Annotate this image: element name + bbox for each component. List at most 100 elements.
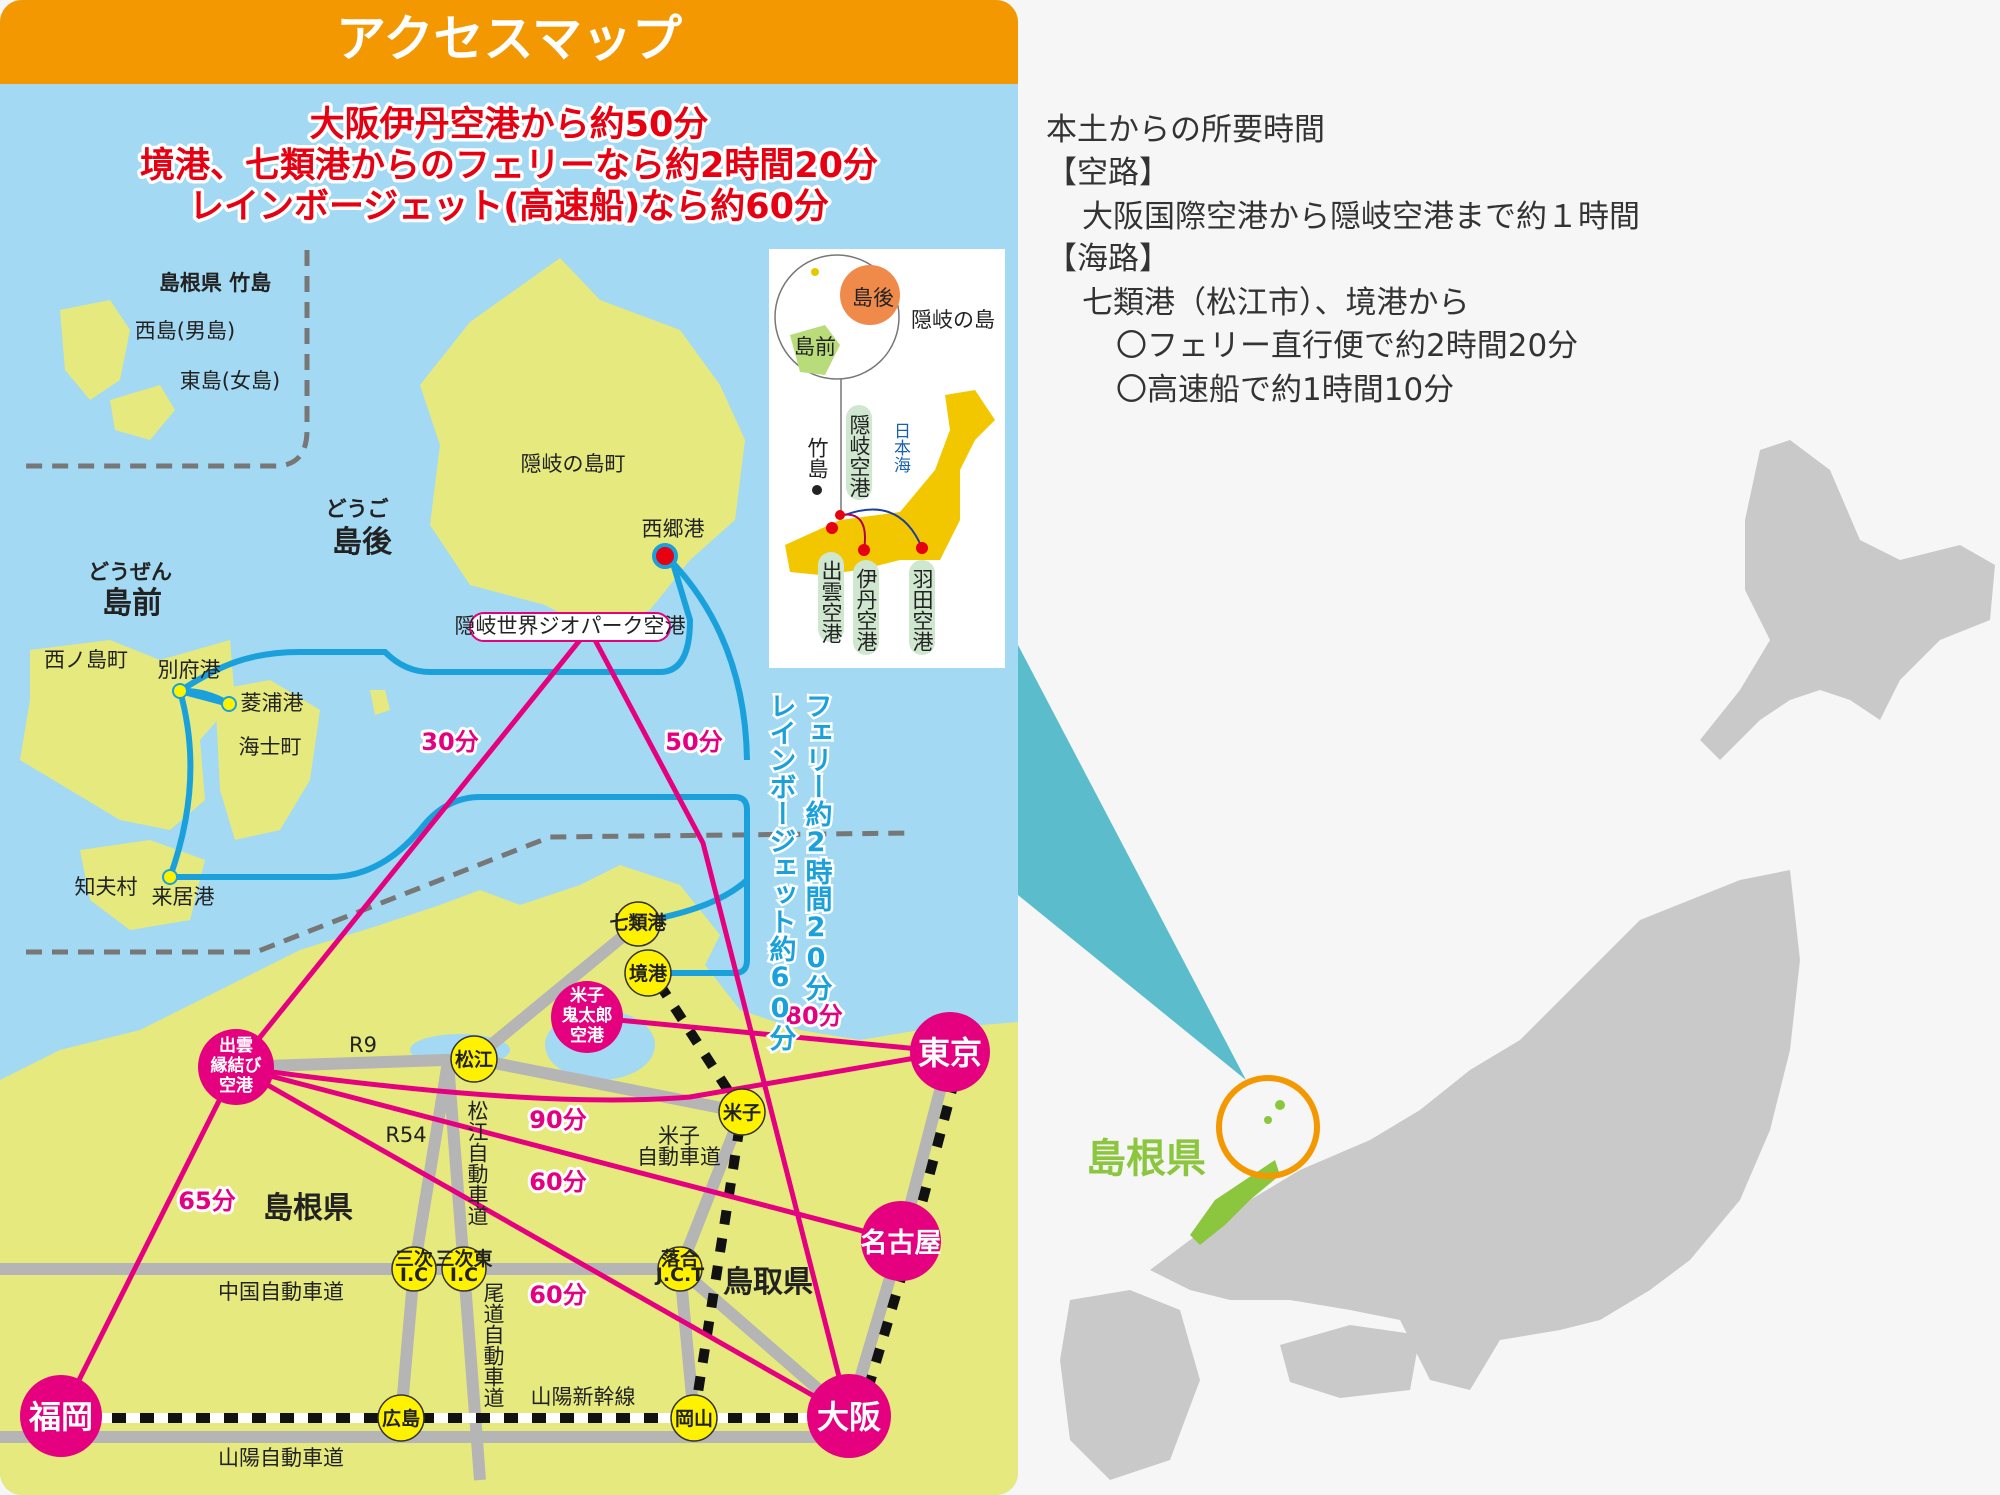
header-bar — [0, 0, 1018, 84]
dogo-island — [420, 258, 745, 632]
nishijima-label: 西島(男島) — [135, 319, 235, 343]
dozen-reading: どうぜん — [88, 560, 172, 584]
inset-dogo-label: 島後 — [852, 286, 894, 310]
time-izumo-osaka: 60分 — [529, 1281, 586, 1309]
matsue-exp-label: 松江自動車道 — [465, 1100, 489, 1226]
info-highspeed: 〇高速船で約1時間10分 — [1116, 372, 1454, 408]
dogo-reading: どうご — [326, 497, 389, 521]
ferry-time-text: フェリー約2時間20分 — [801, 692, 833, 1002]
tottori-pref-label: 鳥取県 — [723, 1265, 813, 1300]
japan-silhouette-honshu — [1150, 870, 1800, 1390]
ama-town-label: 海士町 — [239, 735, 302, 759]
inset-takeshima-label: 竹島 — [805, 437, 829, 479]
info-sea-from: 七類港（松江市）、境港から — [1082, 285, 1470, 321]
access-map-panel: アクセスマップ 大阪伊丹空港から約50分 境港、七類港からのフェリーなら約2時間… — [0, 0, 1018, 1495]
izumo-enmusubi-airport-marker: 出雲縁結び空港 — [198, 1029, 274, 1105]
saigo-port-marker — [652, 543, 678, 569]
svg-text:松江: 松江 — [455, 1048, 493, 1071]
osaka-marker: 大阪 — [807, 1374, 891, 1458]
time-oki-izumo: 30分 — [421, 728, 478, 756]
chugoku-exp-label: 中国自動車道 — [218, 1280, 344, 1304]
info-ferry: 〇フェリー直行便で約2時間20分 — [1116, 328, 1578, 364]
svg-text:名古屋: 名古屋 — [861, 1227, 942, 1259]
svg-text:東京: 東京 — [918, 1034, 982, 1072]
svg-text:岡山: 岡山 — [675, 1408, 713, 1430]
inset-oki-islands-label: 隠岐の島 — [911, 308, 995, 332]
r54-label: R54 — [385, 1123, 426, 1147]
svg-text:落合J.C.T: 落合J.C.T — [654, 1247, 704, 1286]
time-izumo-tokyo: 90分 — [529, 1106, 586, 1134]
yonago-exp-label: 米子自動車道 — [637, 1124, 721, 1169]
sanyo-exp-label: 山陽自動車道 — [218, 1446, 344, 1470]
time-oki-osaka: 50分 — [665, 728, 722, 756]
zoom-wedge — [1018, 645, 1246, 1080]
kuri-port-marker — [162, 869, 178, 885]
r9-label: R9 — [349, 1033, 377, 1057]
headline-line-1: 大阪伊丹空港から約50分 — [310, 105, 709, 145]
inset-izumo-airport-label: 出雲空港 — [819, 560, 843, 644]
okinoshima-town-label: 隠岐の島町 — [521, 452, 626, 476]
dogo-label: 島後 — [332, 525, 393, 560]
shimane-pref-label: 島根県 — [263, 1191, 353, 1226]
svg-text:境港: 境港 — [629, 962, 668, 985]
nishinoshima-town-label: 西ノ島町 — [44, 648, 128, 672]
fukuoka-marker: 福岡 — [20, 1375, 102, 1457]
inset-overview-map: 島後 島前 隠岐の島 竹島 隠岐空港 日本海 出雲空港 伊丹空港 羽田空港 — [769, 249, 1005, 668]
sanyo-shinkansen-label: 山陽新幹線 — [531, 1385, 636, 1409]
beppu-port-marker — [172, 683, 188, 699]
inset-itami-airport-label: 伊丹空港 — [854, 568, 878, 652]
rainbow-jet-time-text: レインボージェット約60分 — [765, 692, 797, 1052]
travel-time-info: 本土からの所要時間 【空路】 大阪国際空港から隠岐空港まで約１時間 【海路】 七… — [1046, 112, 1640, 408]
nagoya-marker: 名古屋 — [861, 1201, 942, 1281]
svg-text:大阪: 大阪 — [817, 1398, 881, 1436]
chibu-village-label: 知夫村 — [75, 875, 138, 899]
svg-text:米子: 米子 — [723, 1101, 761, 1124]
inset-haneda-airport-label: 羽田空港 — [910, 568, 934, 652]
saigo-port-label: 西郷港 — [642, 517, 705, 541]
shimane-label: 島根県 — [1086, 1136, 1206, 1182]
oki-airport-badge: 隠岐世界ジオパーク空港 — [455, 612, 686, 642]
hishiura-port-marker — [221, 696, 237, 712]
page-title: アクセスマップ — [336, 10, 682, 68]
svg-text:出雲縁結び空港: 出雲縁結び空港 — [211, 1035, 262, 1096]
svg-text:米子鬼太郎空港: 米子鬼太郎空港 — [562, 985, 613, 1046]
headline-line-3: レインボージェット(高速船)なら約60分 — [189, 187, 829, 227]
sakai-port-marker: 境港 — [624, 949, 672, 997]
info-air-heading: 【空路】 — [1046, 155, 1170, 191]
time-izumo-nagoya: 60分 — [529, 1168, 586, 1196]
shimane-highlight-shape — [1190, 1160, 1280, 1245]
onomichi-exp-label: 尾道自動車道 — [481, 1282, 505, 1408]
yonago-kitaro-airport-marker: 米子鬼太郎空港 — [551, 981, 623, 1053]
okayama-marker: 岡山 — [670, 1394, 718, 1442]
dozen-label: 島前 — [102, 586, 162, 621]
info-title: 本土からの所要時間 — [1046, 112, 1325, 148]
svg-text:三次I.C: 三次I.C — [395, 1247, 433, 1286]
higashijima-label: 東島(女島) — [180, 369, 280, 393]
takeshima-title: 島根県 竹島 — [159, 271, 271, 295]
inset-sea-label: 日本海 — [890, 422, 911, 474]
japan-silhouette-hokkaido — [1700, 440, 1995, 760]
oki-highlight-circle — [1216, 1075, 1320, 1179]
svg-text:七類港: 七類港 — [609, 912, 667, 934]
inset-oki-airport-label: 隠岐空港 — [847, 414, 871, 498]
air-routes — [58, 638, 951, 1419]
matsue-marker: 松江 — [450, 1035, 498, 1083]
japan-silhouette-shikoku — [1280, 1325, 1420, 1398]
shichirui-port-marker: 七類港 — [609, 901, 667, 947]
japan-overview-map: 島根県 — [1018, 440, 1995, 1480]
time-yonago-tokyo: 80分 — [785, 1002, 842, 1030]
info-air-detail: 大阪国際空港から隠岐空港まで約１時間 — [1082, 199, 1640, 235]
kuri-port-label: 来居港 — [152, 885, 215, 909]
info-sea-heading: 【海路】 — [1046, 241, 1170, 277]
japan-silhouette-kyushu — [1060, 1290, 1200, 1480]
hishiura-port-label: 菱浦港 — [241, 691, 304, 715]
svg-text:広島: 広島 — [382, 1407, 420, 1430]
svg-text:隠岐世界ジオパーク空港: 隠岐世界ジオパーク空港 — [455, 614, 686, 638]
yonago-marker: 米子 — [718, 1088, 766, 1136]
hiroshima-marker: 広島 — [377, 1394, 425, 1442]
